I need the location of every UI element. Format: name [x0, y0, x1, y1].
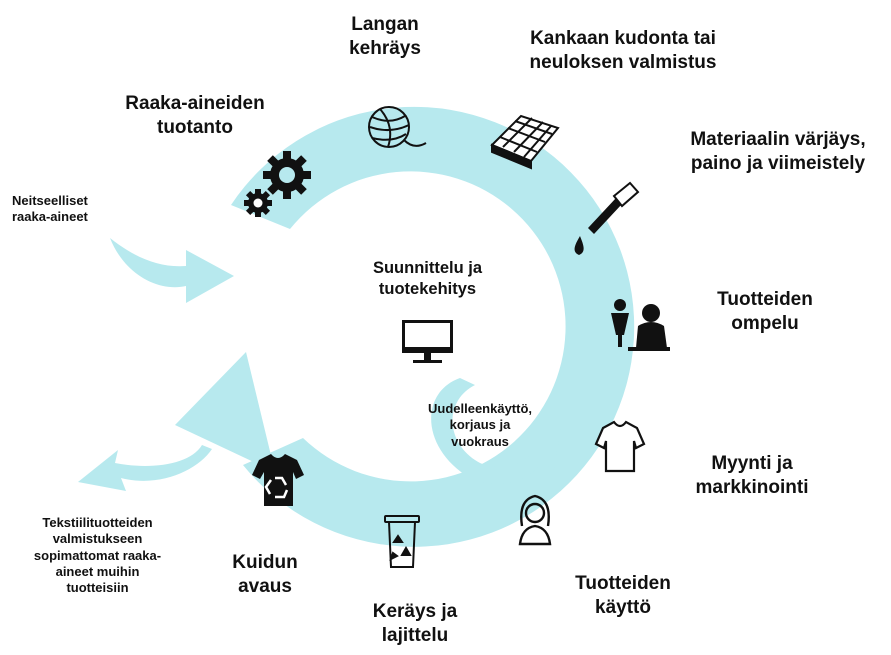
fabric-loom-icon: [490, 114, 560, 170]
monitor-icon: [402, 320, 453, 363]
yarn-ball-icon: [368, 106, 427, 148]
stage-label-use: Tuotteiden käyttö: [575, 573, 671, 618]
output-label-other-products: Tekstiilituotteiden valmistukseen sopima…: [33, 515, 162, 595]
center-label-design: Suunnittelu ja tuotekehitys: [372, 259, 483, 298]
cycle-arrowhead: [175, 352, 275, 472]
output-arrow: [78, 445, 212, 491]
reuse-arrow: [431, 378, 561, 484]
center-label-reuse: Uudelleenkäyttö, korjaus ja vuokraus: [427, 401, 533, 449]
input-arrow: [110, 238, 234, 303]
stage-label-dyeing: Materiaalin värjäys, paino ja viimeistel…: [690, 129, 866, 174]
recycling-bin-icon: [384, 515, 420, 568]
person-icon: [518, 494, 552, 546]
stage-label-fiber-opening: Kuidun avaus: [232, 552, 298, 597]
input-label-virgin: Neitseelliset raaka-aineet: [12, 193, 88, 225]
stage-label-raw-materials: Raaka-aineiden tuotanto: [125, 93, 265, 138]
sewing-icon: [611, 299, 670, 351]
gear-icon: [244, 151, 311, 217]
recycled-shirt-icon: [252, 454, 304, 506]
stage-label-sewing: Tuotteiden ompelu: [717, 289, 813, 334]
stage-label-yarn: Langan kehräys: [349, 14, 421, 59]
cycle-ring: [231, 106, 635, 547]
stage-label-collection: Keräys ja lajittelu: [372, 601, 458, 646]
dye-dropper-icon: [574, 181, 640, 255]
t-shirt-icon: [594, 420, 646, 473]
stage-label-fabric: Kankaan kudonta tai neuloksen valmistus: [529, 28, 717, 73]
stage-label-sales: Myynti ja markkinointi: [695, 453, 809, 498]
